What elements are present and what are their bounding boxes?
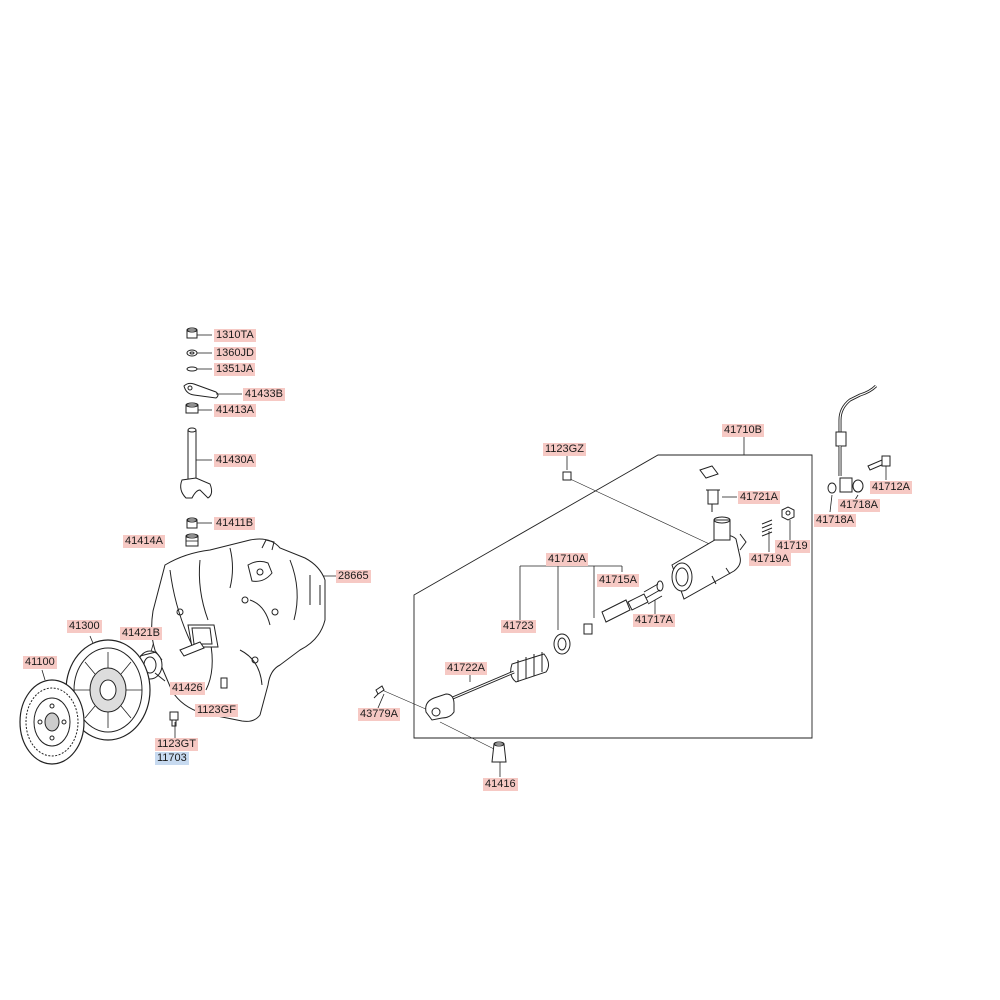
part-label-28665[interactable]: 28665: [336, 570, 371, 583]
part-label-41710A[interactable]: 41710A: [546, 553, 588, 566]
part-label-41723[interactable]: 41723: [501, 620, 536, 633]
part-label-41719A[interactable]: 41719A: [749, 553, 791, 566]
part-label-41710B[interactable]: 41710B: [722, 424, 764, 437]
part-label-41719[interactable]: 41719: [775, 540, 810, 553]
part-label-41416[interactable]: 41416: [483, 778, 518, 791]
part-label-11703[interactable]: 11703: [155, 752, 189, 765]
part-label-41426[interactable]: 41426: [170, 682, 205, 695]
part-label-41722A[interactable]: 41722A: [445, 662, 487, 675]
shift-lever-stack: [180, 327, 219, 547]
part-label-1351JA[interactable]: 1351JA: [214, 363, 256, 376]
part-label-41715A[interactable]: 41715A: [597, 574, 639, 587]
part-label-41717A[interactable]: 41717A: [633, 614, 675, 627]
clevis-pins: [373, 471, 572, 763]
part-label-41718A-upper[interactable]: 41718A: [838, 499, 880, 512]
part-label-41100[interactable]: 41100: [23, 656, 57, 669]
push-rod: [425, 670, 515, 721]
part-label-41430A[interactable]: 41430A: [214, 454, 256, 467]
part-label-41300[interactable]: 41300: [67, 620, 102, 633]
part-label-41721A[interactable]: 41721A: [738, 491, 780, 504]
piston-assembly: [553, 580, 664, 655]
part-label-43779A[interactable]: 43779A: [358, 708, 400, 721]
part-label-41718A-lower[interactable]: 41718A: [814, 514, 856, 527]
clutch-cover: [65, 639, 151, 741]
part-label-41712A[interactable]: 41712A: [870, 481, 912, 494]
part-label-41413A[interactable]: 41413A: [214, 404, 256, 417]
reservoir-fitting: [699, 465, 720, 512]
dust-boot: [510, 652, 550, 683]
part-label-41411B[interactable]: 41411B: [214, 517, 256, 530]
part-label-41433B[interactable]: 41433B: [243, 388, 285, 401]
part-label-41421B[interactable]: 41421B: [120, 627, 162, 640]
part-label-1310TA[interactable]: 1310TA: [214, 329, 256, 342]
spring-and-nut: [761, 506, 795, 537]
part-label-1123GZ[interactable]: 1123GZ: [543, 443, 586, 456]
part-label-41414A[interactable]: 41414A: [123, 535, 165, 548]
small-bolts: [169, 677, 228, 727]
master-cylinder-body: [671, 516, 747, 600]
part-label-1123GT[interactable]: 1123GT: [155, 738, 198, 751]
clutch-disc: [19, 679, 85, 765]
part-label-1360JD[interactable]: 1360JD: [214, 347, 256, 360]
part-label-1123GF[interactable]: 1123GF: [195, 704, 238, 717]
hydraulic-line: [827, 384, 891, 494]
master-cylinder-frame: [413, 454, 813, 739]
transmission-housing: [151, 538, 326, 722]
